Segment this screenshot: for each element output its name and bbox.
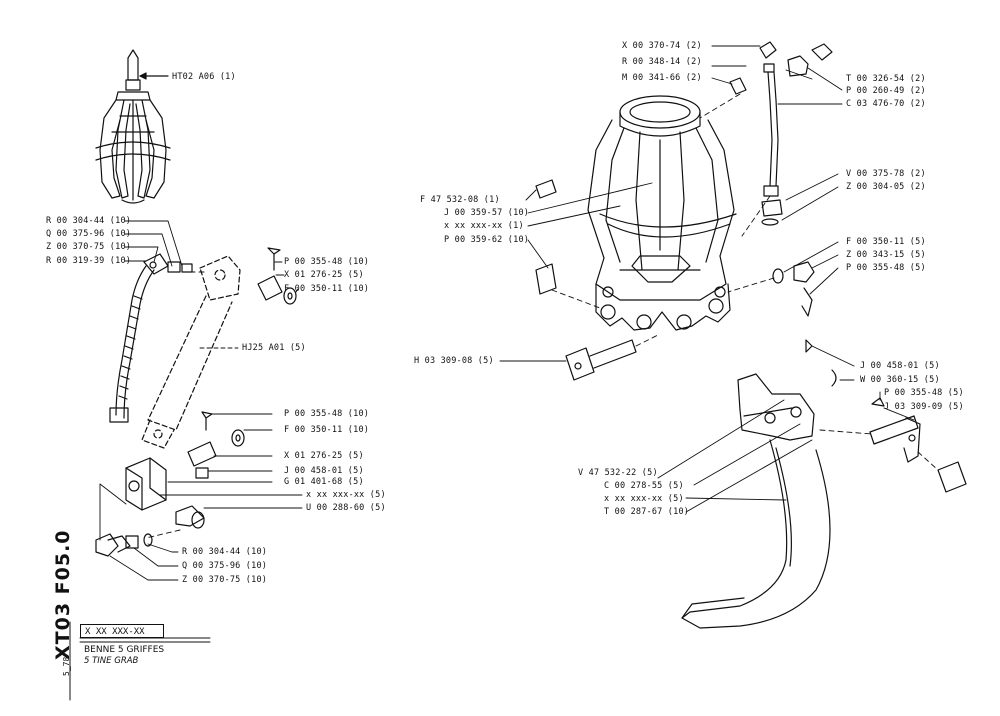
part-label: F 00 350-11 (10) [284, 284, 370, 294]
part-label: U 00 288-60 (5) [306, 503, 386, 513]
hydraulic-hose-icon [109, 253, 193, 423]
leader-lines [99, 67, 939, 581]
part-label: J 00 359-57 (10) [444, 208, 530, 218]
sheet-title-fr: BENNE 5 GRIFFES [84, 645, 165, 655]
part-label: x xx xxx-xx (1) [444, 221, 524, 231]
part-label: R 00 319-39 (10) [46, 256, 132, 266]
pin-washer-icons-top [257, 247, 297, 305]
part-label: Q 00 375-96 (10) [46, 229, 132, 239]
part-label: M 00 341-66 (2) [622, 73, 702, 83]
part-label: T 00 287-67 (10) [604, 507, 690, 517]
part-label: H 03 309-08 (5) [414, 356, 494, 366]
part-label: J 00 458-01 (5) [284, 466, 364, 476]
elbow-fitting-icon [95, 533, 153, 557]
nut-washer-icons [772, 261, 815, 317]
part-label-hj25: HJ25 A01 (5) [242, 343, 306, 353]
part-label: V 47 532-22 (5) [578, 468, 658, 478]
part-label: C 00 278-55 (5) [604, 481, 684, 491]
part-label-ht02: HT02 A06 (1) [172, 72, 236, 82]
grab-body-icon [587, 95, 737, 331]
bushing-icons [535, 179, 557, 295]
reference-box: X XX XXX-XX [80, 624, 164, 638]
tine-claw-icon [681, 339, 967, 629]
part-label: X 01 276-25 (5) [284, 451, 364, 461]
part-label: P 00 260-49 (2) [846, 86, 926, 96]
part-label: P 00 359-62 (10) [444, 235, 530, 245]
sheet-date: 5_78 [62, 656, 71, 676]
part-label: Z 00 370-75 (10) [182, 575, 268, 585]
part-label: X 01 276-25 (5) [284, 270, 364, 280]
part-label: P 00 355-48 (10) [284, 257, 370, 267]
part-label: P 00 355-48 (5) [884, 388, 964, 398]
part-label: F 00 350-11 (5) [846, 237, 926, 247]
part-label: T 00 326-54 (2) [846, 74, 926, 84]
part-label: F 47 532-08 (1) [420, 195, 500, 205]
tube-fittings-icon [711, 41, 833, 226]
main-pin-icon [565, 339, 637, 381]
bracket-block-icon [125, 457, 205, 529]
grab-overview-icon [95, 49, 171, 204]
part-label: R 00 304-44 (10) [46, 216, 132, 226]
part-label: W 00 360-15 (5) [860, 375, 940, 385]
part-label: R 00 348-14 (2) [622, 57, 702, 67]
part-label: P 00 355-48 (5) [846, 263, 926, 273]
sheet-title-en: 5 TINE GRAB [84, 656, 139, 666]
part-label: Z 00 304-05 (2) [846, 182, 926, 192]
sheet-code: XT03 F05.0 [52, 529, 74, 660]
part-label: J 03 309-09 (5) [884, 402, 964, 412]
part-label: X 00 370-74 (2) [622, 41, 702, 51]
hydraulic-cylinder-icon [141, 255, 241, 449]
part-label: V 00 375-78 (2) [846, 169, 926, 179]
part-label: C 03 476-70 (2) [846, 99, 926, 109]
part-label: R 00 304-44 (10) [182, 547, 268, 557]
part-label: P 00 355-48 (10) [284, 409, 370, 419]
part-label: Z 00 343-15 (5) [846, 250, 926, 260]
part-label: Z 00 370-75 (10) [46, 242, 132, 252]
part-label: x xx xxx-xx (5) [604, 494, 684, 504]
part-label: G 01 401-68 (5) [284, 477, 364, 487]
pin-washer-icons-mid [187, 411, 245, 479]
part-label: J 00 458-01 (5) [860, 361, 940, 371]
part-label: x xx xxx-xx (5) [306, 490, 386, 500]
part-label: F 00 350-11 (10) [284, 425, 370, 435]
part-label: Q 00 375-96 (10) [182, 561, 268, 571]
title-block-frame [69, 621, 211, 701]
